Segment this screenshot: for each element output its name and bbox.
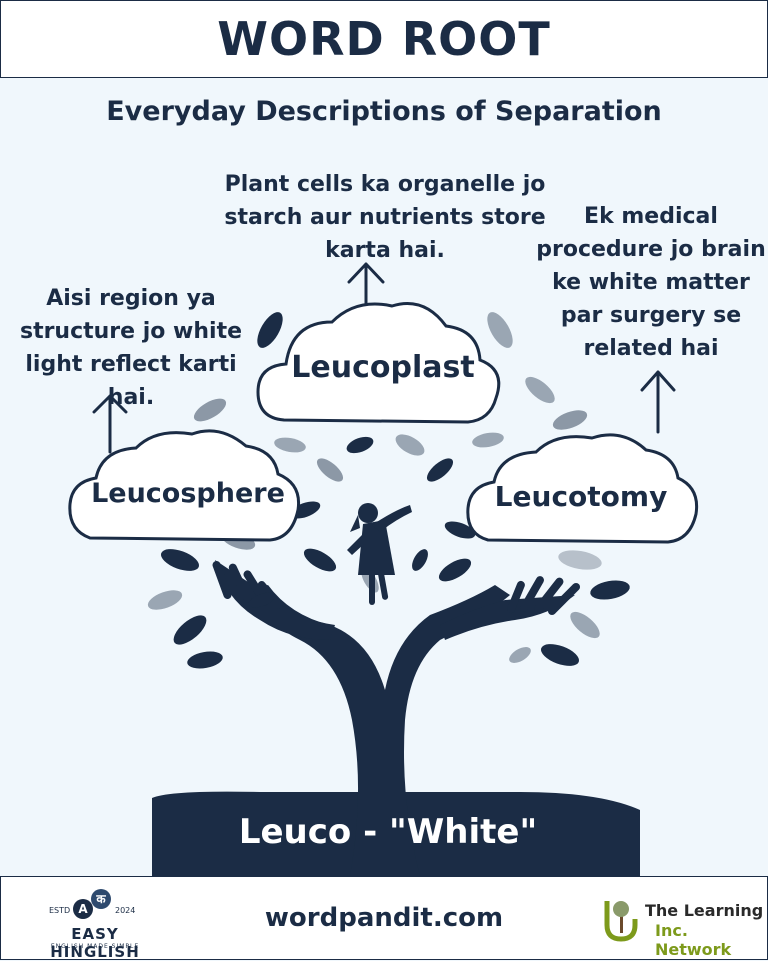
page-title: WORD ROOT: [217, 12, 551, 66]
logo-line2: Inc. Network: [655, 921, 732, 959]
footer-bar: ESTD A क 2024 EASY HINGLISH ENGLISH MADE…: [0, 876, 768, 961]
subtitle: Everyday Descriptions of Separation: [106, 96, 662, 127]
header-bar: WORD ROOT: [0, 0, 768, 78]
leucosphere-description: Aisi region ya structure jo white light …: [19, 286, 243, 410]
tree-logo-icon: [604, 901, 638, 942]
cloud-center: [256, 302, 501, 424]
logo-letter-k: क: [91, 889, 111, 909]
logo-tagline: ENGLISH MADE SIMPLE: [50, 943, 140, 950]
easy-hinglish-logo: ESTD A क 2024 EASY HINGLISH ENGLISH MADE…: [25, 885, 165, 961]
right-hand-silhouette: [440, 576, 581, 640]
cloud-right: [466, 433, 699, 544]
arrows: [92, 262, 676, 454]
logo-letter-a: A: [73, 899, 93, 919]
word-leucotomy: Leucotomy: [494, 480, 668, 513]
root-label: Leuco - "White": [238, 812, 538, 852]
leucoplast-description: Plant cells ka organelle jo starch aur n…: [224, 172, 546, 263]
logo-year-text: 2024: [115, 906, 136, 915]
leucotomy-description: Ek medical procedure jo brain ke white m…: [536, 204, 766, 361]
arrow-left: [92, 394, 128, 454]
arrow-right: [640, 370, 676, 434]
logo-brand-text: EASY HINGLISH: [50, 925, 140, 961]
word-leucoplast: Leucoplast: [291, 350, 475, 385]
word-leucosphere: Leucosphere: [91, 478, 285, 509]
learning-inc-logo: The Learning Inc. Network: [599, 895, 764, 959]
arrow-center: [347, 262, 385, 310]
logo-estd-text: ESTD: [49, 906, 71, 915]
tree-illustration: [68, 262, 699, 876]
cloud-left: [68, 429, 301, 542]
child-figure: [347, 503, 412, 605]
site-link[interactable]: wordpandit.com: [264, 903, 504, 933]
tree-trunk: [250, 585, 510, 876]
logo-line1: The Learning: [645, 901, 764, 920]
